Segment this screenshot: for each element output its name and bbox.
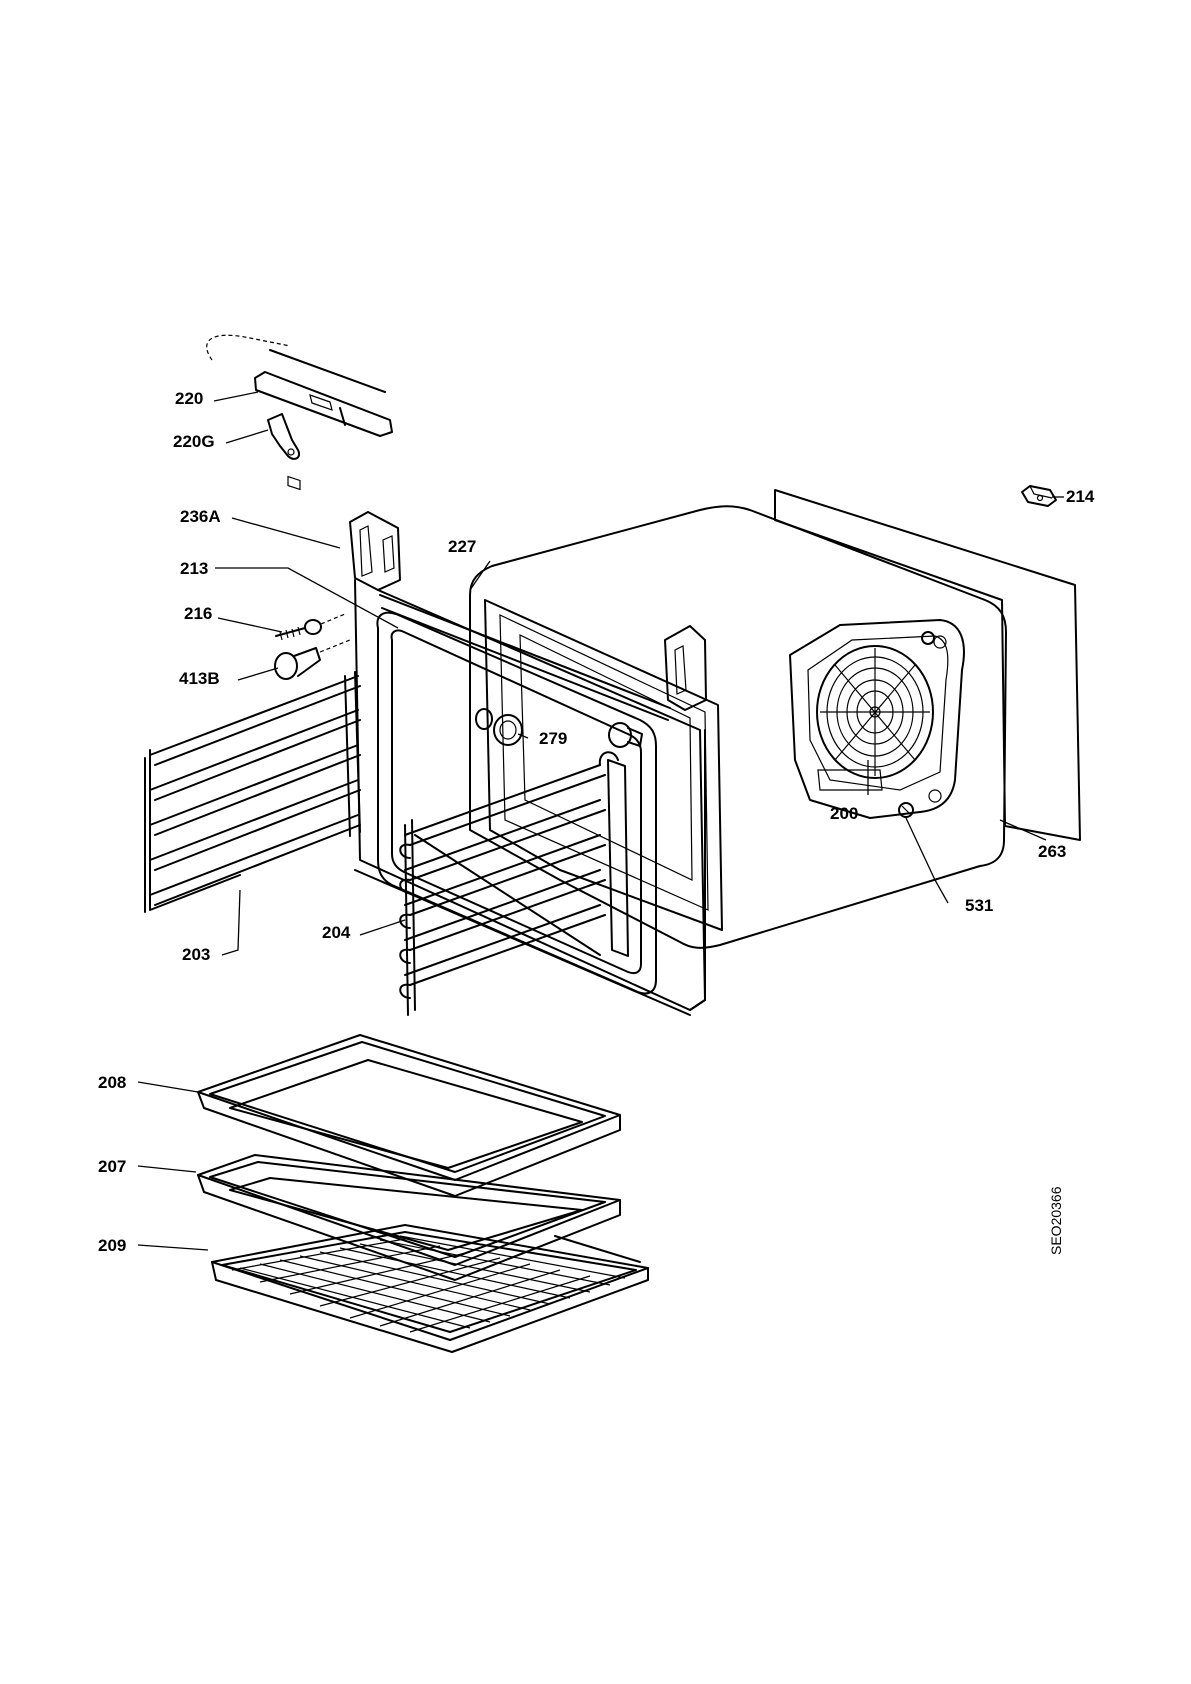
part-279-lamp-lens [475, 708, 523, 746]
part-209-wire-grid [211, 1224, 649, 1353]
callout-214: 214 [1066, 487, 1095, 506]
drawing-code: SEO20366 [1048, 1186, 1064, 1256]
part-236A-front-frame [349, 511, 707, 1016]
part-220G-clip [267, 413, 300, 460]
part-208-drip-tray [197, 1034, 621, 1197]
part-220-thermostat-bracket [206, 334, 393, 491]
part-413B-shelf-knob [274, 639, 351, 680]
callout-209: 209 [98, 1236, 127, 1255]
callout-263: 263 [1038, 842, 1067, 861]
callout-216: 216 [184, 604, 213, 623]
part-200-fan-cover [789, 619, 965, 819]
callout-227: 227 [448, 537, 477, 556]
callout-200: 200 [830, 804, 859, 823]
part-207-baking-tray [197, 1154, 621, 1281]
callout-413B: 413B [179, 669, 220, 688]
callout-203: 203 [182, 945, 211, 964]
part-213-door-seal [376, 611, 657, 995]
callout-208: 208 [98, 1073, 127, 1092]
part-203-left-shelf-support [144, 671, 361, 913]
leader-lines [137, 391, 1064, 1251]
callout-279: 279 [539, 729, 568, 748]
callout-213: 213 [180, 559, 209, 578]
callout-531: 531 [965, 896, 994, 915]
callout-204: 204 [322, 923, 351, 942]
part-531-screw [898, 631, 935, 818]
callout-220: 220 [175, 389, 204, 408]
callout-207: 207 [98, 1157, 127, 1176]
part-204-right-shelf-support [399, 751, 629, 1016]
callout-236A: 236A [180, 507, 221, 526]
part-216-screw [275, 613, 346, 641]
part-214-hinge-clip [1021, 485, 1057, 507]
frame-knob [608, 722, 643, 748]
part-263-rear-insulation [774, 489, 1081, 841]
callout-220G: 220G [173, 432, 215, 451]
